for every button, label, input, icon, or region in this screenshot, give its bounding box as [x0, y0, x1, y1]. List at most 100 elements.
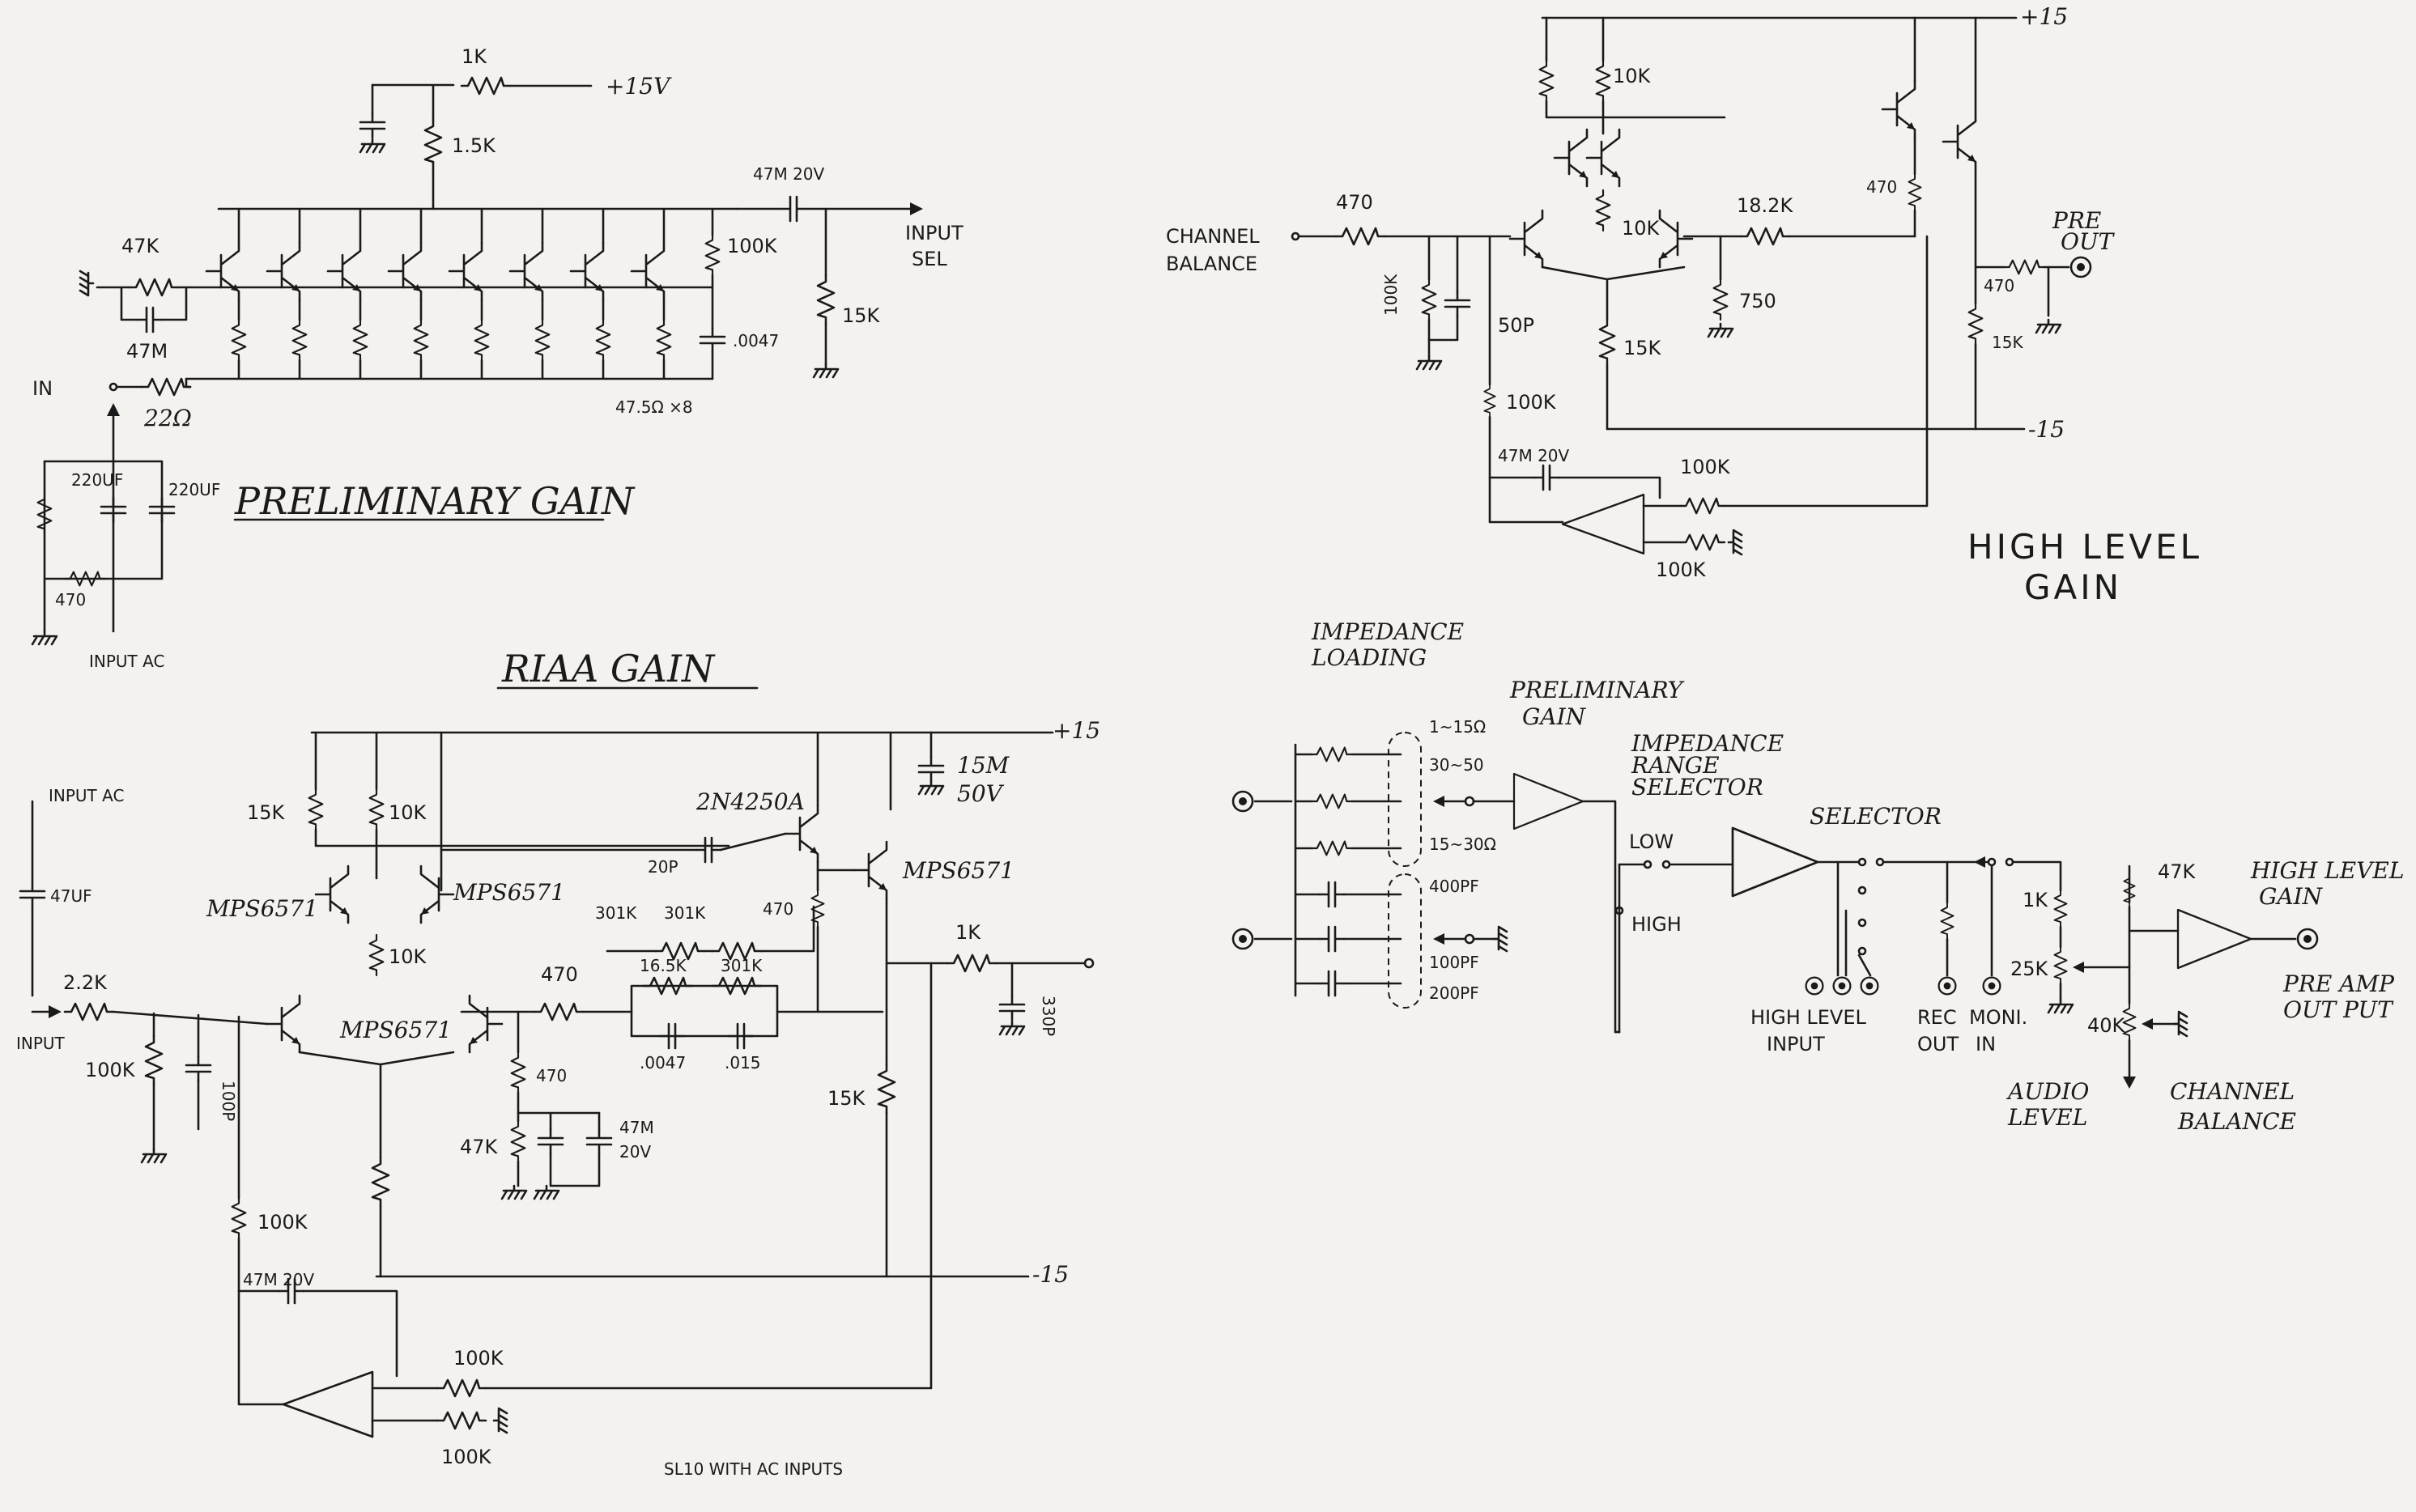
block-diagram: IMPEDANCE LOADING PRELIMINARY GAIN 1~15Ω…	[1231, 618, 2404, 1135]
c47m20-label: 47M 20V	[753, 164, 825, 184]
riaa-gain-title: RIAA GAIN	[501, 647, 716, 690]
sw6-label: 200PF	[1429, 983, 1479, 1003]
riaa-r301a-label: 301K	[595, 903, 637, 923]
sw1-label: 1~15Ω	[1429, 717, 1486, 737]
pre-out-label-1: PRE	[2052, 207, 2101, 234]
high-label: HIGH	[1631, 913, 1682, 936]
riaa-r470b-label: 470	[536, 1066, 567, 1085]
r47k-label: 47K	[121, 235, 160, 257]
channel-label-2: BALANCE	[1166, 253, 1257, 275]
high-r470c-label: 470	[1984, 276, 2014, 295]
riaa-c15m2-label: 50V	[957, 780, 1005, 807]
impedance-label-1: IMPEDANCE	[1311, 618, 1464, 645]
block-r25k-label: 25K	[2010, 958, 2049, 980]
chbal-label-2: BALANCE	[2177, 1108, 2296, 1135]
riaa-c0047-label: .0047	[640, 1053, 686, 1072]
input-sel-label-2: SEL	[912, 248, 947, 270]
impedance-label-2: LOADING	[1311, 644, 1427, 671]
block-r47k-label: 47K	[2158, 860, 2197, 883]
c220a-label: 220UF	[71, 470, 123, 490]
selector-label: SELECTOR	[1810, 803, 1942, 830]
r15kb-label: 15K	[842, 304, 881, 327]
sw3-label: 15~30Ω	[1429, 835, 1496, 854]
riaa-c15m1-label: 15M	[957, 752, 1010, 779]
sw5-label: 100PF	[1429, 953, 1479, 972]
audio-label-2: LEVEL	[2007, 1104, 2087, 1131]
prelim-label-1: PRELIMINARY	[1509, 677, 1685, 703]
preamp-label-2: OUT PUT	[2283, 996, 2394, 1023]
high-r100kc-label: 100K	[1680, 456, 1731, 478]
riaa-r22k-label: 2.2K	[63, 971, 108, 994]
riaa-r470c-label: 470	[763, 899, 793, 919]
riaa-r470-label: 470	[541, 963, 578, 986]
riaa-r301b-label: 301K	[664, 903, 706, 923]
riaa-r47k-label: 47K	[460, 1136, 499, 1158]
riaa-c20-label: 20P	[648, 857, 678, 877]
preamp-label-1: PRE AMP	[2282, 970, 2395, 997]
riaa-r10k-label: 10K	[389, 801, 427, 824]
hlg-label-2: GAIN	[2259, 883, 2324, 910]
high-r15kb-label: 15K	[1992, 333, 2023, 352]
input-ac-label: INPUT AC	[89, 652, 164, 671]
high-r15k-label: 15K	[1623, 337, 1662, 359]
riaa-gain-circuit: RIAA GAIN +15 -15 15K 10K MPS6571 MPS657…	[16, 647, 1100, 1479]
channel-label-1: CHANNEL	[1166, 225, 1260, 248]
high-r10kb-label: 10K	[1622, 217, 1661, 240]
riaa-r10kb-label: 10K	[389, 945, 427, 968]
high-r100kd-label: 100K	[1656, 559, 1707, 581]
high-input-label-2: INPUT	[1767, 1033, 1825, 1055]
r1k-label: 1K	[462, 45, 487, 68]
riaa-r100kb-label: 100K	[257, 1211, 308, 1234]
high-input-label-1: HIGH LEVEL	[1750, 1006, 1867, 1029]
pre-out-label-2: OUT	[2061, 228, 2116, 255]
riaa-q5-label: MPS6571	[902, 857, 1014, 884]
c220b-label: 220UF	[168, 480, 220, 499]
riaa-r100kd-label: 100K	[441, 1446, 492, 1468]
chbal-label-1: CHANNEL	[2170, 1078, 2295, 1105]
r475-label: 47.5Ω ×8	[615, 397, 693, 417]
high-v15-label: +15	[2020, 3, 2068, 30]
range-label-3: SELECTOR	[1631, 774, 1763, 801]
in-label: IN	[32, 377, 53, 400]
high-r10k-label: 10K	[1613, 65, 1652, 87]
r470-label: 470	[55, 590, 86, 609]
riaa-v15-label: +15	[1053, 717, 1100, 744]
audio-label-1: AUDIO	[2006, 1078, 2089, 1105]
riaa-r15kb-label: 15K	[827, 1087, 866, 1110]
sw4-label: 400PF	[1429, 877, 1479, 896]
rec-out-label-2: OUT	[1917, 1033, 1959, 1055]
riaa-q1-label: MPS6571	[206, 895, 318, 922]
high-c47m20-label: 47M 20V	[1498, 446, 1570, 465]
high-r470b-label: 470	[1866, 177, 1897, 197]
rec-out-label-1: REC	[1917, 1006, 1957, 1029]
range-label-1: IMPEDANCE	[1631, 730, 1784, 757]
high-r470-label: 470	[1336, 191, 1373, 214]
riaa-r1k-label: 1K	[955, 921, 981, 944]
sw2-label: 30~50	[1429, 755, 1484, 775]
prelim-label-2: GAIN	[1522, 703, 1587, 730]
high-level-title-1: HIGH LEVEL	[1967, 527, 2202, 567]
riaa-c47m1-label: 47M	[619, 1118, 654, 1137]
riaa-input-ac-label: INPUT AC	[49, 786, 124, 805]
riaa-c47m20-label: 47M 20V	[243, 1270, 315, 1289]
high-vm15-label: -15	[2028, 416, 2065, 443]
riaa-q4-label: 2N4250A	[695, 788, 805, 815]
riaa-r165-label: 16.5K	[640, 956, 687, 975]
riaa-vm15-label: -15	[1032, 1261, 1069, 1288]
footer-label: SL10 WITH AC INPUTS	[664, 1459, 843, 1479]
r100k-label: 100K	[727, 235, 778, 257]
high-r100kb-label: 100K	[1506, 391, 1557, 414]
high-level-title-2: GAIN	[2024, 567, 2122, 607]
riaa-r100kc-label: 100K	[453, 1347, 504, 1370]
riaa-r301c-label: 301K	[721, 956, 763, 975]
riaa-c330-label: 330P	[1039, 996, 1058, 1036]
riaa-c47m2-label: 20V	[619, 1142, 651, 1162]
riaa-r100k-label: 100K	[85, 1059, 136, 1081]
hlg-label-1: HIGH LEVEL	[2250, 857, 2404, 884]
riaa-c015-label: .015	[725, 1053, 761, 1072]
high-r182-label: 18.2K	[1737, 194, 1793, 217]
moni-label-2: IN	[1976, 1033, 1996, 1055]
riaa-q2-label: MPS6571	[453, 879, 565, 906]
c0047-label: .0047	[733, 331, 779, 350]
